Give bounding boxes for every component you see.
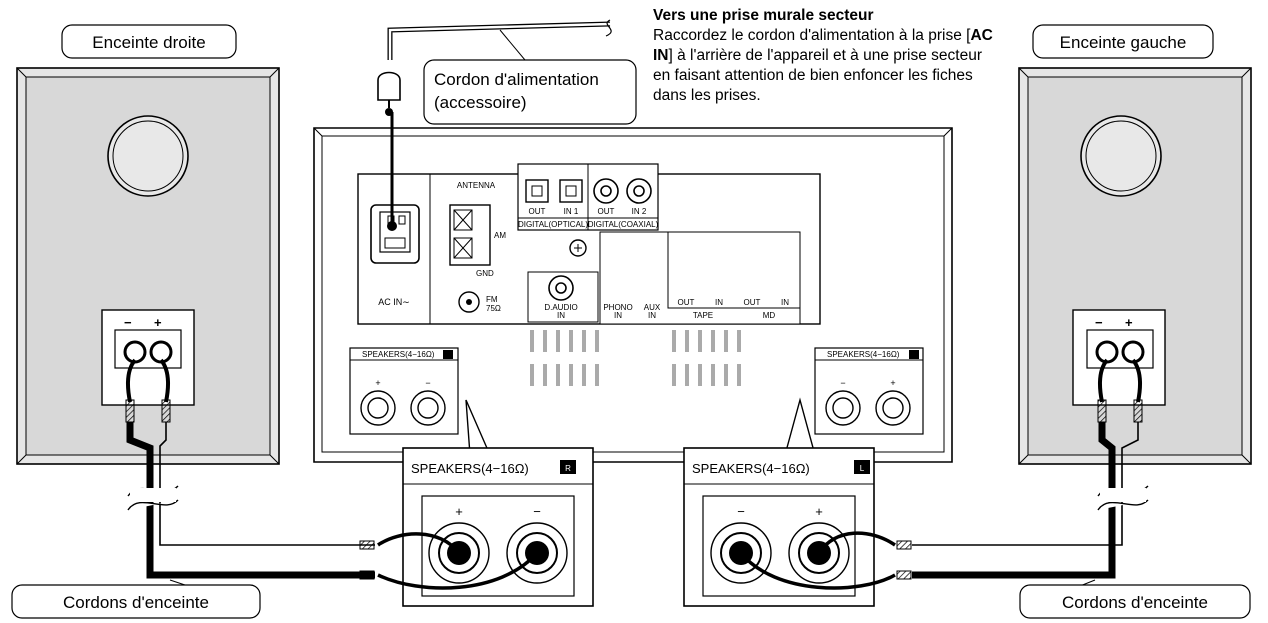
spk-l-small-label: SPEAKERS(4−16Ω) [827,350,900,359]
left-speaker-label: Enceinte gauche [1060,33,1187,52]
antenna-label: ANTENNA [457,181,496,190]
right-speaker-label-box [61,24,237,59]
opt-out-label: OUT [529,207,546,216]
speaker-cords-label-box-right [1019,584,1251,619]
small-r-plus: + [375,378,380,388]
fm-ohm-label: 75Ω [486,304,501,313]
ac-inlet-icon [370,204,420,264]
rca-jacks [599,231,801,325]
spk-r-small-label: SPEAKERS(4−16Ω) [362,350,435,359]
tape-out-label: OUT [678,298,695,307]
aux-label1: AUX [644,303,661,312]
coax-out-label: OUT [598,207,615,216]
power-note-heading: Vers une prise murale secteur [653,7,874,24]
power-note-text-after: ] à l'arrière de l'appareil et à une pri… [653,47,983,104]
big-r-plus: + [455,504,463,519]
svg-text:+: + [1125,315,1133,330]
d-audio-label2: IN [557,311,565,320]
d-audio-label1: D.AUDIO [544,303,577,312]
speaker-cable-left [125,358,375,580]
channel-l-badge-big [854,460,870,474]
big-l-plus: + [815,504,823,519]
phono-label2: IN [614,311,622,320]
spk-r-big-label: SPEAKERS(4−16Ω) [411,461,529,476]
power-cord-label-line2: (accessoire) [434,93,527,112]
speaker-terminal: − + [1072,309,1166,406]
vent-grille [530,330,741,386]
channel-l-letter: L [860,464,865,473]
channel-r-letter: R [565,464,571,473]
am-antenna-icon [449,204,491,266]
ac-in-label: AC IN∼ [378,297,410,307]
opt-in1-label: IN 1 [564,207,579,216]
channel-l-badge [909,350,919,359]
speaker-cable-right [896,358,1149,580]
power-note-bold: AC IN [653,27,993,64]
svg-text:+: + [154,315,162,330]
speaker-terminal: − + [101,309,195,406]
md-out-label: OUT [744,298,761,307]
small-l-plus: + [890,378,895,388]
left-speaker-label-box [1032,24,1214,59]
right-speaker: − + [16,67,280,465]
power-note-text-before: Raccordez le cordon d'alimentation à la … [653,27,971,44]
left-speaker: − + [1018,67,1252,465]
zoom-terminal-l [683,397,896,607]
channel-r-badge-big [560,460,576,474]
am-label: AM [494,231,506,240]
coax-in2-label: IN 2 [632,207,647,216]
speaker-cords-label-right: Cordons d'enceinte [1062,593,1208,612]
channel-r-badge [443,350,453,359]
svg-text:−: − [1095,315,1103,330]
big-r-minus: − [533,504,541,519]
spk-l-big-label: SPEAKERS(4−16Ω) [692,461,810,476]
power-cord [377,19,612,231]
power-cord-label-box [423,59,637,125]
right-speaker-label: Enceinte droite [92,33,205,52]
woofer-icon [107,115,189,197]
small-l-minus: − [840,378,845,388]
digital-optical-label: DIGITAL(OPTICAL) [518,220,588,229]
gnd-label: GND [476,269,494,278]
tape-label: TAPE [693,311,713,320]
tape-in-label: IN [715,298,723,307]
md-label: MD [763,311,776,320]
big-l-minus: − [737,504,745,519]
unit-rear-panel [313,127,953,463]
woofer-icon [1080,115,1162,197]
digital-coaxial-label: DIGITAL(COAXIAL) [588,220,659,229]
power-note: Vers une prise murale secteur Raccordez … [653,6,993,106]
speaker-cords-label-left: Cordons d'enceinte [63,593,209,612]
md-in-label: IN [781,298,789,307]
speaker-cords-label-box-left [11,584,261,619]
zoom-terminal-r [377,399,594,607]
phono-label1: PHONO [603,303,632,312]
svg-text:−: − [124,315,132,330]
fm-label: FM [486,295,498,304]
small-r-minus: − [425,378,430,388]
power-cord-label-line1: Cordon d'alimentation [434,70,599,89]
power-plug-icon [377,71,401,101]
aux-label2: IN [648,311,656,320]
